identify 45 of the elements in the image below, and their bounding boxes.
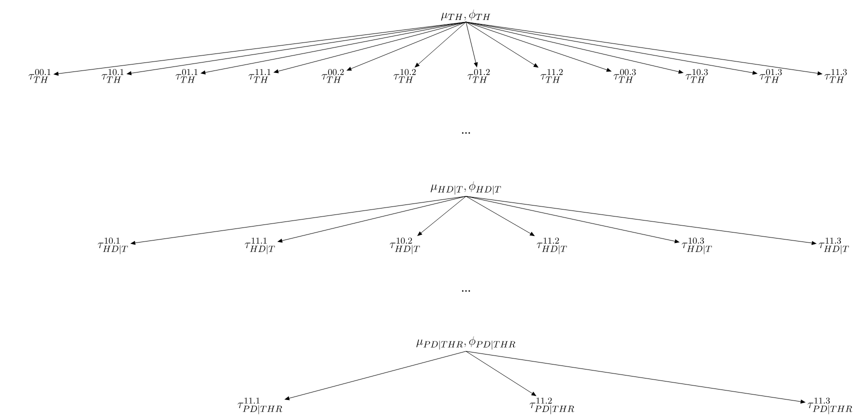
arrow: [346, 22, 466, 71]
parent-label: $\mu_{PD|THR}, \phi_{PD|THR}$: [416, 336, 516, 350]
arrow: [417, 196, 466, 236]
leaf-label: $\tau_{TH}^{00.3}$: [614, 69, 636, 83]
leaf-label: $\tau_{PD|THR}^{11.1}$: [238, 398, 282, 414]
leaf-label: $\tau_{TH}^{10.2}$: [394, 69, 416, 83]
arrow: [466, 196, 535, 236]
leaf-label: $\tau_{TH}^{01.2}$: [468, 69, 490, 83]
leaf-label: $\tau_{TH}^{10.1}$: [102, 69, 124, 83]
leaf-label: $\tau_{HD|T}^{10.2}$: [390, 238, 420, 254]
arrow: [466, 22, 758, 75]
arrow: [278, 196, 466, 243]
leaf-label: $\tau_{PD|THR}^{11.3}$: [808, 398, 852, 414]
leaf-label: $\tau_{TH}^{00.1}$: [28, 69, 50, 83]
leaf-label: $\tau_{HD|T}^{10.3}$: [682, 238, 712, 254]
arrow: [466, 22, 822, 76]
leaf-label: $\tau_{TH}^{00.2}$: [322, 69, 344, 83]
arrow: [466, 22, 684, 74]
arrow: [200, 22, 466, 74]
arrow: [130, 196, 466, 245]
arrow: [284, 351, 466, 400]
arrow: [466, 351, 806, 404]
parent-label: $\mu_{HD|T}, \phi_{HD|T}$: [430, 181, 501, 195]
arrow: [466, 196, 816, 245]
leaf-label: $\tau_{TH}^{11.2}$: [540, 69, 563, 83]
leaf-label: $\tau_{HD|T}^{11.3}$: [818, 238, 849, 254]
leaf-label: $\tau_{HD|T}^{11.1}$: [244, 238, 275, 254]
leaf-label: $\tau_{TH}^{10.3}$: [686, 69, 708, 83]
arrow: [466, 22, 612, 72]
parent-label: $\mu_{TH}, \phi_{TH}$: [441, 10, 490, 21]
leaf-label: $\tau_{HD|T}^{10.1}$: [98, 238, 128, 254]
arrow: [274, 22, 466, 74]
arrow: [466, 351, 536, 396]
arrow: [466, 22, 538, 68]
arrow: [466, 22, 478, 68]
leaf-label: $\tau_{HD|T}^{11.2}$: [536, 238, 567, 254]
arrow: [466, 196, 680, 244]
leaf-label: $\tau_{PD|THR}^{11.2}$: [530, 398, 574, 414]
arrow: [414, 22, 466, 68]
leaf-label: $\tau_{TH}^{11.3}$: [824, 69, 847, 83]
ellipsis-text: ...: [462, 132, 470, 134]
ellipsis-text: ...: [462, 290, 470, 292]
leaf-label: $\tau_{TH}^{01.1}$: [176, 69, 198, 83]
leaf-label: $\tau_{TH}^{11.1}$: [248, 69, 270, 83]
leaf-label: $\tau_{TH}^{01.3}$: [760, 69, 782, 83]
